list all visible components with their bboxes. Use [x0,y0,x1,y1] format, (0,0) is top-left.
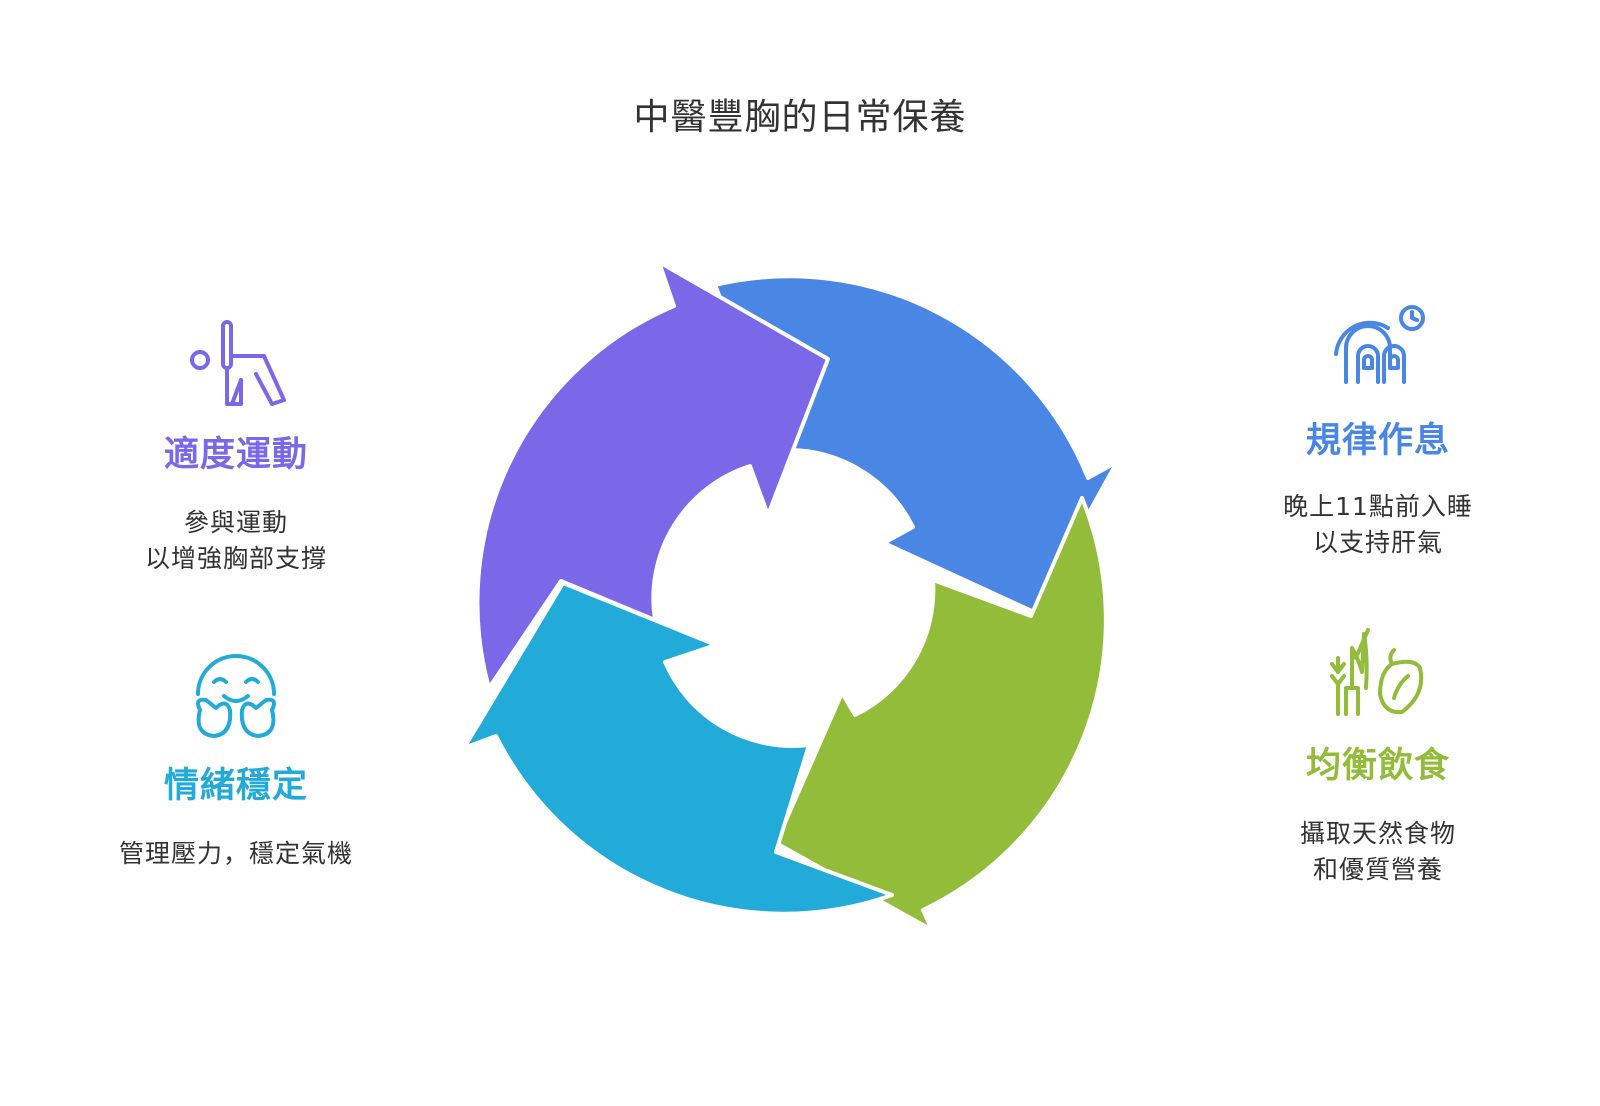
happy-face-hands-icon [196,654,276,738]
yoga-stretch-icon [190,320,286,406]
item-rest-desc: 晚上11點前入睡 以支持肝氣 [1283,492,1473,557]
diagram-title: 中醫豐胸的日常保養 [633,97,967,138]
cycle-arrow-cyan [462,581,894,916]
item-emotion-desc: 管理壓力，穩定氣機 [118,839,353,868]
item-rest-heading: 規律作息 [1305,421,1450,461]
item-rest: 規律作息 晚上11點前入睡 以支持肝氣 [1218,304,1538,561]
item-exercise: 適度運動 參與運動 以增強胸部支撐 [76,316,396,577]
item-emotion: 情緒穩定 管理壓力，穩定氣機 [76,648,396,872]
cycle-arrow-purple [475,260,830,690]
item-emotion-heading: 情緒穩定 [163,766,308,806]
item-exercise-heading: 適度運動 [163,435,308,475]
item-exercise-desc: 參與運動 以增強胸部支撐 [144,508,327,573]
plant-food-icon [1330,628,1424,716]
cycle-arrow-green [774,496,1108,932]
item-diet-heading: 均衡飲食 [1305,746,1450,786]
item-diet: 均衡飲食 攝取天然食物 和優質營養 [1218,628,1538,888]
sleep-clock-icon [1334,305,1425,384]
item-diet-desc: 攝取天然食物 和優質營養 [1299,819,1456,884]
